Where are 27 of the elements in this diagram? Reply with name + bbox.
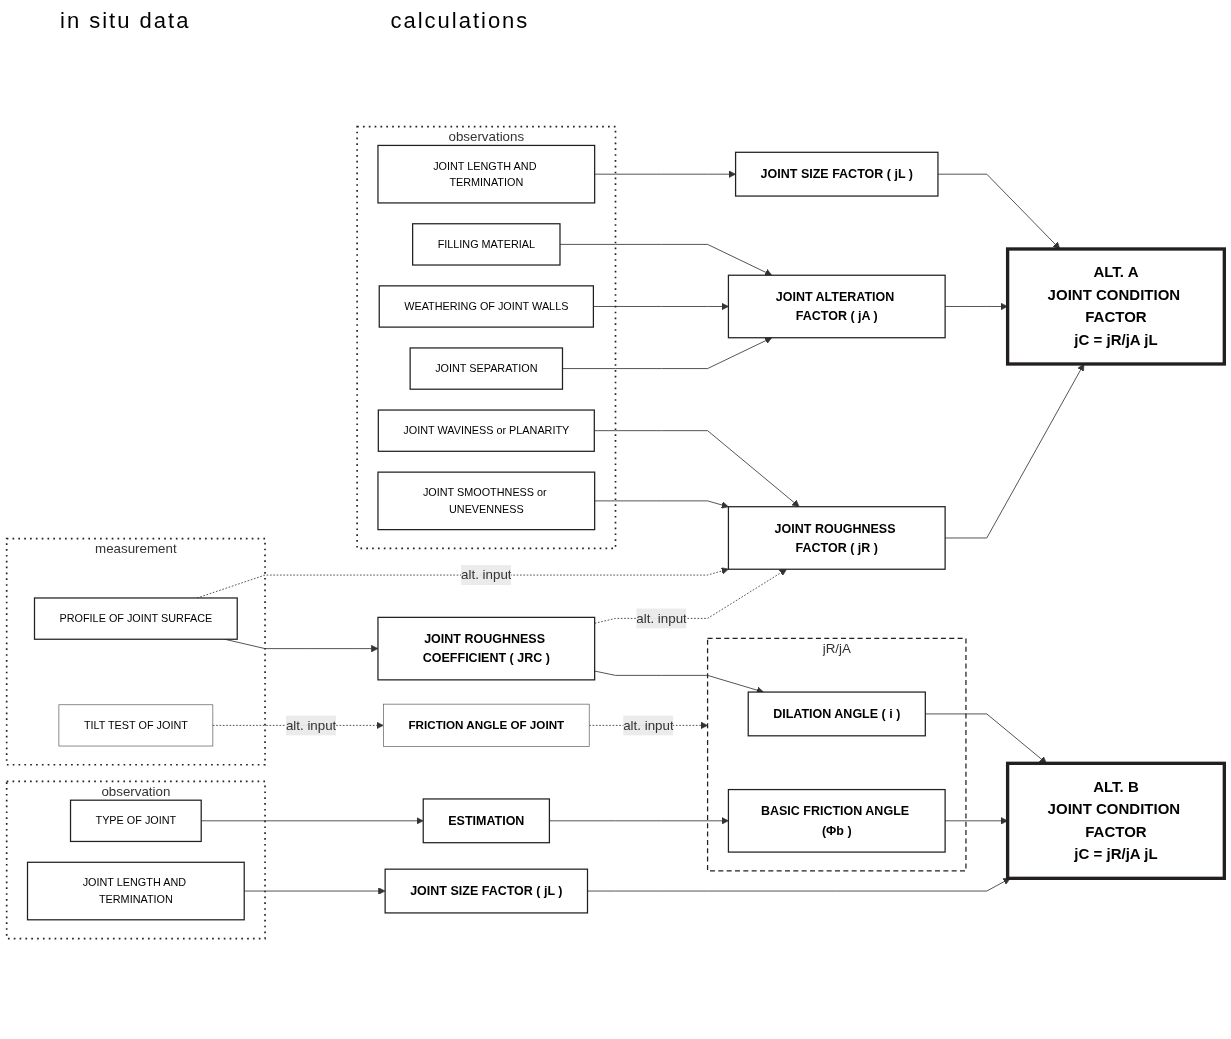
node-box: JOINT SIZE FACTOR ( jL ) [384,868,589,914]
edge-label: alt. input [623,718,674,733]
node-box: DILATION ANGLE ( i ) [747,691,926,737]
node-box: TILT TEST OF JOINT [58,704,214,747]
edge-label: alt. input [285,718,337,733]
node-box: JOINT ALTERATION FACTOR ( jA ) [727,275,946,339]
node-box: PROFILE OF JOINT SURFACE [33,597,238,641]
node-box: ALT. A JOINT CONDITION FACTOR jC = jR/jA jL [1005,247,1226,367]
edge-label: alt. input [461,567,512,583]
section-label: calculations [390,8,530,35]
node-box: JOINT LENGTH AND TERMINATION [377,145,596,204]
node-box: ESTIMATION [422,798,551,844]
node-box: JOINT SEPARATION [409,347,564,391]
node-box: JOINT SMOOTHNESS or UNEVENNESS [377,471,596,531]
node-box: FILLING MATERIAL [412,223,561,267]
section-label: in situ data [60,8,191,35]
node-box: JOINT ROUGHNESS FACTOR ( jR ) [727,506,946,571]
node-box: TYPE OF JOINT [69,799,202,843]
node-box: BASIC FRICTION ANGLE (Φb ) [727,789,946,854]
node-box: WEATHERING OF JOINT WALLS [378,285,594,329]
node-box: JOINT WAVINESS or PLANARITY [377,409,595,453]
node-box: JOINT ROUGHNESS COEFFICIENT ( JRC ) [377,617,596,681]
node-box: JOINT LENGTH AND TERMINATION [26,862,245,921]
node-box: ALT. B JOINT CONDITION FACTOR jC = jR/jA jL [1005,762,1226,881]
node-box: JOINT SIZE FACTOR ( jL ) [734,152,939,198]
node-box: FRICTION ANGLE OF JOINT [383,704,590,748]
edge-label: alt. input [636,611,687,626]
